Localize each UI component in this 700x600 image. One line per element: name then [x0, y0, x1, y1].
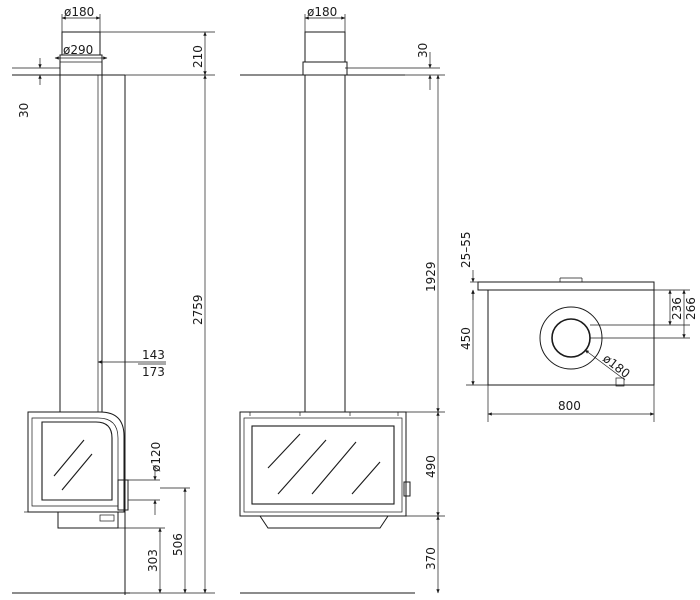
dim-collar-height: 210 — [191, 45, 205, 68]
side-view: ø180 ø290 210 30 2759 143 173 ø120 506 — [12, 5, 215, 595]
chimney-top-front — [304, 31, 346, 63]
dim-flue-diameter-top: ø180 — [600, 351, 632, 381]
stove-top-outline — [487, 289, 655, 386]
dim-ceiling-gap-front: 30 — [416, 43, 430, 58]
dim-flue-diameter-side: ø180 — [64, 5, 94, 19]
stove-body-side — [27, 411, 125, 513]
glass-panel-front — [251, 425, 395, 505]
outlet — [117, 479, 129, 511]
dim-flue-height: 1929 — [424, 261, 438, 292]
dim-outlet-height: 506 — [171, 533, 185, 556]
dim-wall-offset-2: 173 — [142, 365, 165, 379]
dim-outlet-diameter: ø120 — [149, 442, 163, 472]
dim-width: 800 — [558, 399, 581, 413]
top-view: 25–55 450 236 266 ø180 800 — [459, 231, 698, 422]
dim-floor-height: 370 — [424, 547, 438, 570]
dim-ceiling-gap-side: 30 — [17, 103, 31, 118]
dim-total-height: 2759 — [191, 294, 205, 325]
dim-collar-diameter: ø290 — [63, 43, 93, 57]
flue-opening — [551, 318, 591, 358]
stove-base-front — [259, 515, 389, 529]
dim-depth: 450 — [459, 327, 473, 350]
dim-adjust-range: 25–55 — [459, 231, 473, 268]
glass-panel-side — [41, 421, 113, 501]
dim-offset-2: 266 — [684, 297, 698, 320]
dim-offset-1: 236 — [670, 297, 684, 320]
dim-flue-diameter-front: ø180 — [307, 5, 337, 19]
dim-base-height: 303 — [146, 549, 160, 572]
dim-body-height: 490 — [424, 455, 438, 478]
stove-body-front — [239, 411, 407, 517]
dim-wall-offset-1: 143 — [142, 348, 165, 362]
stove-base-side — [57, 511, 119, 529]
front-view: ø180 30 1929 490 370 — [239, 5, 445, 594]
wall-plate — [477, 281, 655, 291]
door-handle — [403, 481, 411, 497]
chimney-top — [61, 31, 101, 56]
